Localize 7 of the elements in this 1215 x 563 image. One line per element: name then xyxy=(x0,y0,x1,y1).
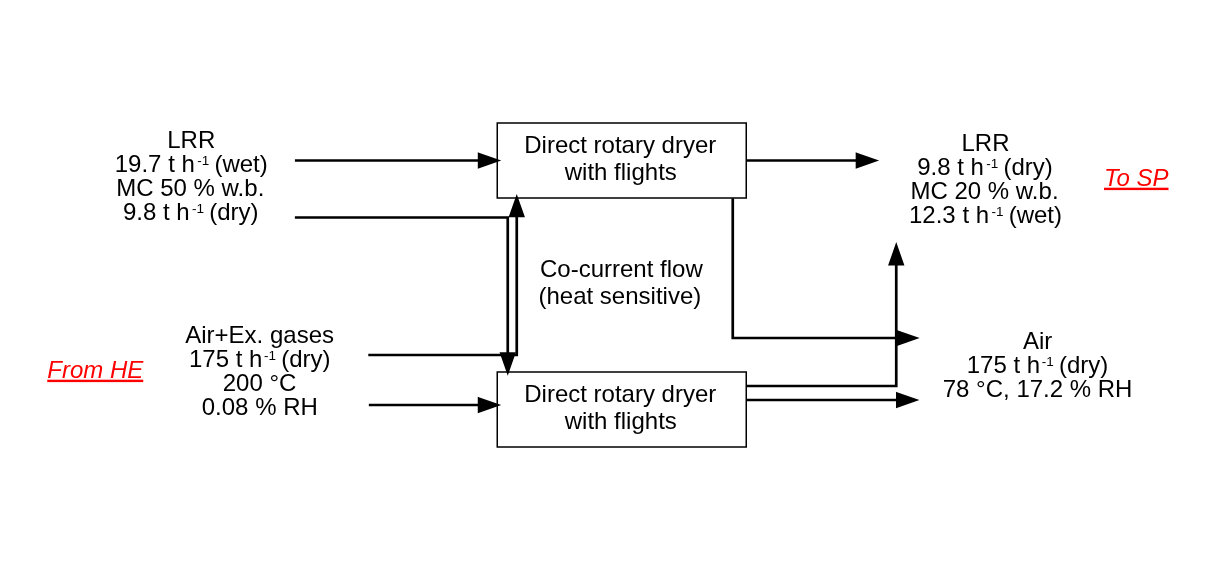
node-text: LRR 9.8 t h$^{-1}$ (dry) MC 20 % w.b. 12.3 t h$^{-1}$ (wet) xyxy=(909,128,1062,228)
label: Co-current flow (heat sensitive) xyxy=(538,254,703,309)
node-text: Air+Ex. gases 175 t h$^{-1}$ (dry) 200 °C 0.08 % RH xyxy=(185,320,334,420)
node-text: Air 175 t h$^{-1}$ (dry) 78 °C, 17.2 % RH xyxy=(942,326,1133,402)
node-text: LRR 19.7 t h$^{-1}$ (wet) MC 50 % w.b. 9.8 t h$^{-1}$ (dry) xyxy=(114,125,268,225)
node-label: From HE xyxy=(47,355,144,383)
node-label: To SP xyxy=(1104,163,1169,191)
